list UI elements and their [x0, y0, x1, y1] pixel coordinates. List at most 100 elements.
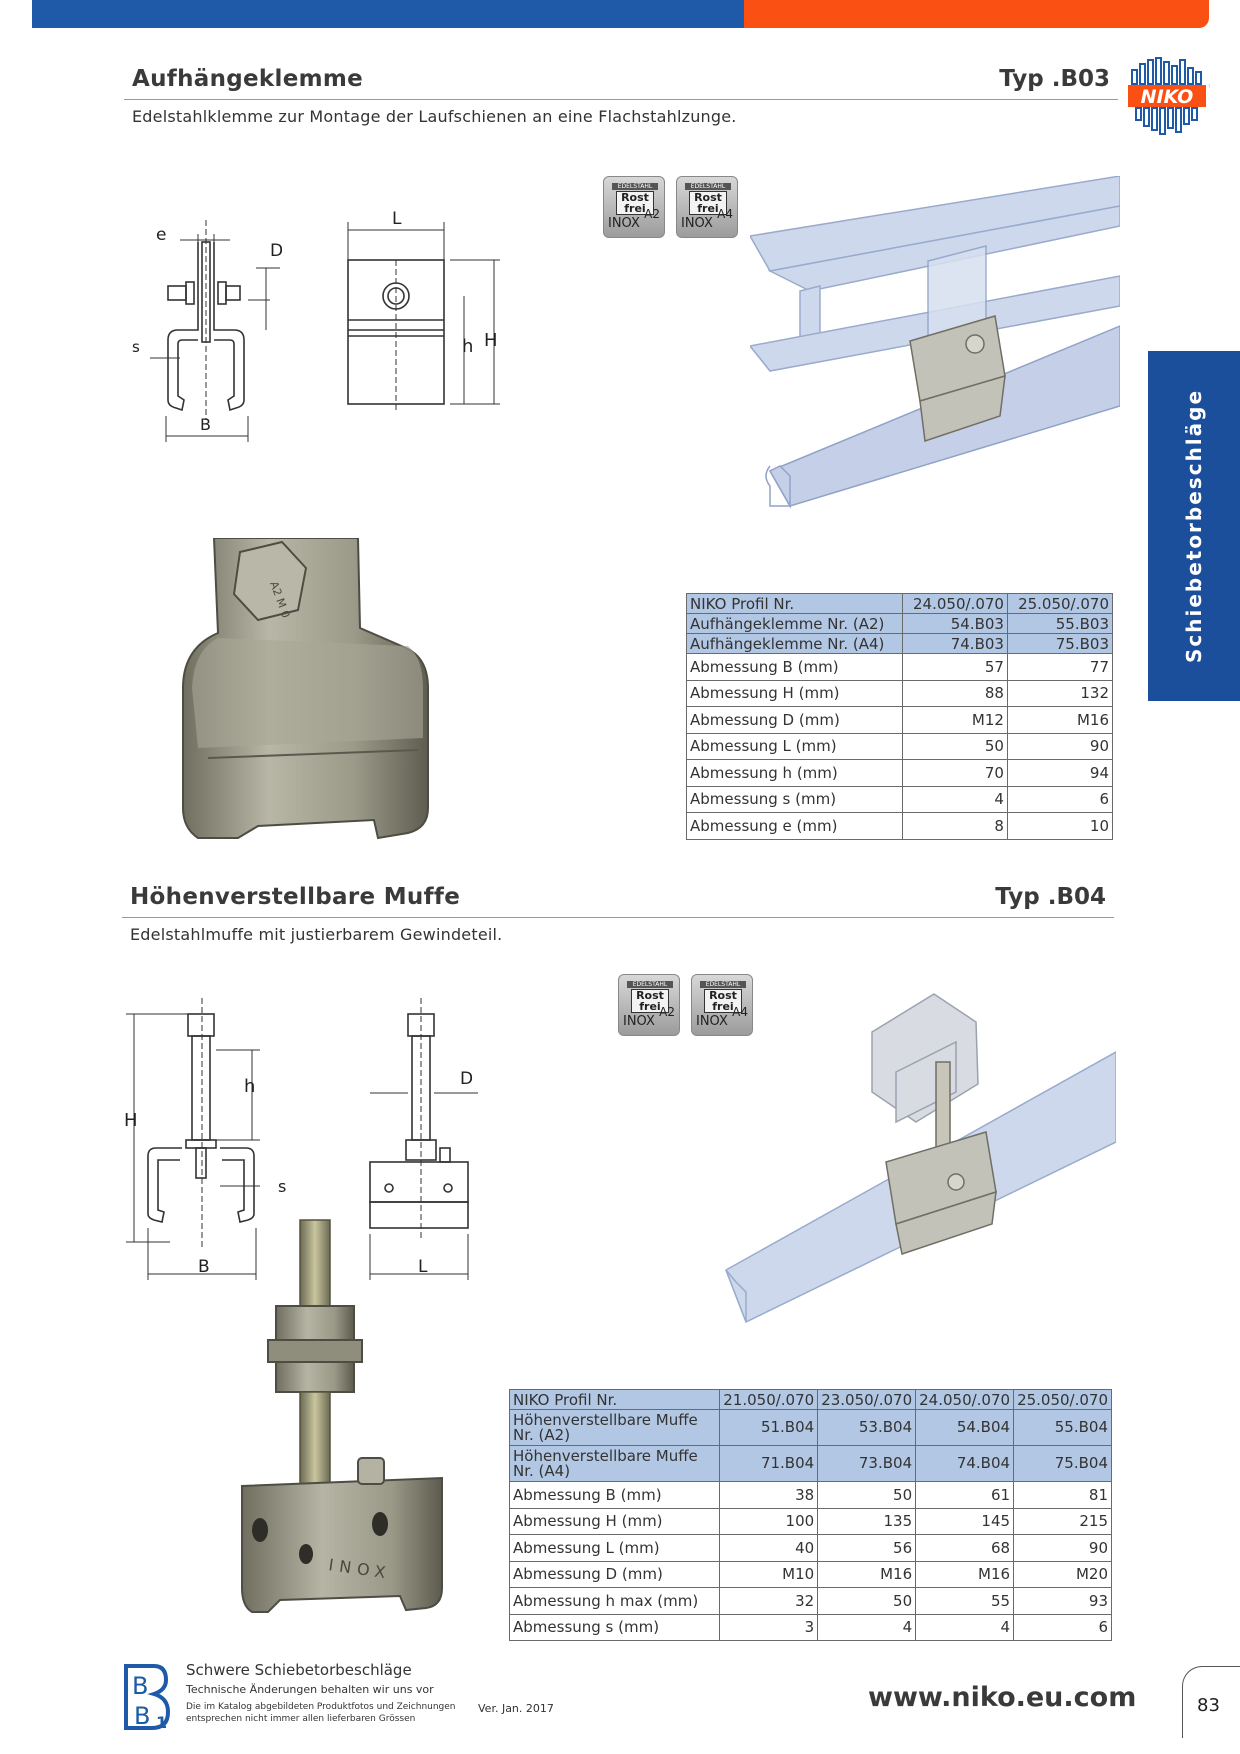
muffe-front-drawing: h H s B: [124, 998, 286, 1280]
table-value-cell: 145: [915, 1507, 1015, 1535]
table-value-cell: 135: [817, 1507, 917, 1535]
clamp-side-drawing: L h H: [347, 209, 500, 410]
muffe-photo: INOX: [241, 1219, 443, 1613]
table-value-cell: 75.B03: [1006, 633, 1114, 654]
table-value-cell: 61: [915, 1481, 1015, 1509]
logo-text: NIKO: [1141, 86, 1194, 108]
table-value-cell: 75.B04: [1013, 1445, 1112, 1482]
table-label-cell: Abmessung L (mm): [508, 1534, 721, 1562]
table-value-cell: 54.B04: [915, 1409, 1015, 1446]
table-label-cell: Abmessung H (mm): [508, 1507, 721, 1535]
niko-logo: NIKO ®: [1128, 57, 1210, 135]
table-value-cell: M20: [1013, 1560, 1112, 1588]
table-value-cell: M10: [719, 1560, 819, 1588]
header-bar-blue: [32, 0, 744, 28]
table-value-cell: 74.B04: [915, 1445, 1015, 1482]
table-value-cell: 25.050/.070: [1013, 1389, 1112, 1410]
header-bar-orange: [744, 0, 1209, 28]
table-label-cell: Abmessung s (mm): [508, 1613, 721, 1641]
table-value-cell: 54.B03: [901, 613, 1008, 634]
table-value-cell: 21.050/.070: [719, 1389, 819, 1410]
svg-text:B: B: [134, 1702, 150, 1730]
table-value-cell: 93: [1013, 1587, 1112, 1615]
table-value-cell: 4: [915, 1613, 1015, 1641]
table-value-cell: 4: [901, 785, 1008, 813]
table-label-cell: Abmessung B (mm): [686, 653, 903, 681]
table-value-cell: 55.B03: [1006, 613, 1114, 634]
table-label-cell: Abmessung h max (mm): [508, 1587, 721, 1615]
table-value-cell: 50: [817, 1481, 917, 1509]
table-value-cell: 24.050/.070: [915, 1389, 1015, 1410]
table-value-cell: 215: [1013, 1507, 1112, 1535]
table-value-cell: 53.B04: [817, 1409, 917, 1446]
side-tab: Schiebetorbeschläge: [1148, 351, 1240, 701]
table-value-cell: M16: [915, 1560, 1015, 1588]
clamp-front-drawing: e D s B: [132, 220, 283, 442]
table-label-cell: Höhenverstellbare Muffe Nr. (A2): [508, 1409, 721, 1446]
page-number: 83: [1182, 1666, 1240, 1738]
dim-b: B: [200, 415, 211, 434]
dim-h-small: h: [462, 336, 473, 357]
table-value-cell: 68: [915, 1534, 1015, 1562]
table-value-cell: 70: [901, 759, 1008, 787]
table-value-cell: 8: [901, 812, 1008, 840]
table-label-cell: Abmessung D (mm): [508, 1560, 721, 1588]
table-value-cell: 23.050/.070: [817, 1389, 917, 1410]
svg-text:1: 1: [156, 1713, 167, 1730]
footer-b1-logo: B B 1: [124, 1664, 170, 1730]
section2-type: Typ .B04: [995, 884, 1106, 910]
table-value-cell: 77: [1006, 653, 1114, 681]
table-value-cell: 50: [901, 732, 1008, 760]
table-label-cell: Höhenverstellbare Muffe Nr. (A4): [508, 1445, 721, 1482]
table-value-cell: 38: [719, 1481, 819, 1509]
table-value-cell: 71.B04: [719, 1445, 819, 1482]
dim-s: s: [132, 338, 140, 356]
table-label-cell: NIKO Profil Nr.: [686, 593, 903, 614]
section2-rule: [122, 917, 1114, 918]
dim2-b: B: [198, 1257, 210, 1277]
dim2-h-large: H: [124, 1110, 138, 1131]
dim-e: e: [156, 225, 166, 245]
table-value-cell: 50: [817, 1587, 917, 1615]
dim2-l: L: [418, 1257, 428, 1277]
section2-title: Höhenverstellbare Muffe: [130, 884, 461, 910]
section1-title: Aufhängeklemme: [132, 66, 364, 92]
footer-disclaimer-1: Die im Katalog abgebildeten Produktfotos…: [186, 1702, 456, 1712]
table-value-cell: 90: [1013, 1534, 1112, 1562]
table-value-cell: 32: [719, 1587, 819, 1615]
svg-text:B: B: [132, 1672, 148, 1700]
table-value-cell: 25.050/.070: [1006, 593, 1114, 614]
table-value-cell: 56: [817, 1534, 917, 1562]
table-value-cell: M12: [901, 706, 1008, 734]
dim-h-large: H: [484, 330, 498, 351]
table-label-cell: Abmessung L (mm): [686, 732, 903, 760]
side-tab-label: Schiebetorbeschläge: [1182, 388, 1206, 664]
table-value-cell: 6: [1006, 785, 1114, 813]
footer-url-link[interactable]: www.niko.eu.com: [868, 1682, 1137, 1713]
section1-subtitle: Edelstahlklemme zur Montage der Laufschi…: [132, 107, 737, 126]
table-label-cell: Aufhängeklemme Nr. (A2): [686, 613, 903, 634]
table-label-cell: Abmessung s (mm): [686, 785, 903, 813]
table-value-cell: 3: [719, 1613, 819, 1641]
table-value-cell: 81: [1013, 1481, 1112, 1509]
table-value-cell: 100: [719, 1507, 819, 1535]
table-label-cell: Abmessung h (mm): [686, 759, 903, 787]
